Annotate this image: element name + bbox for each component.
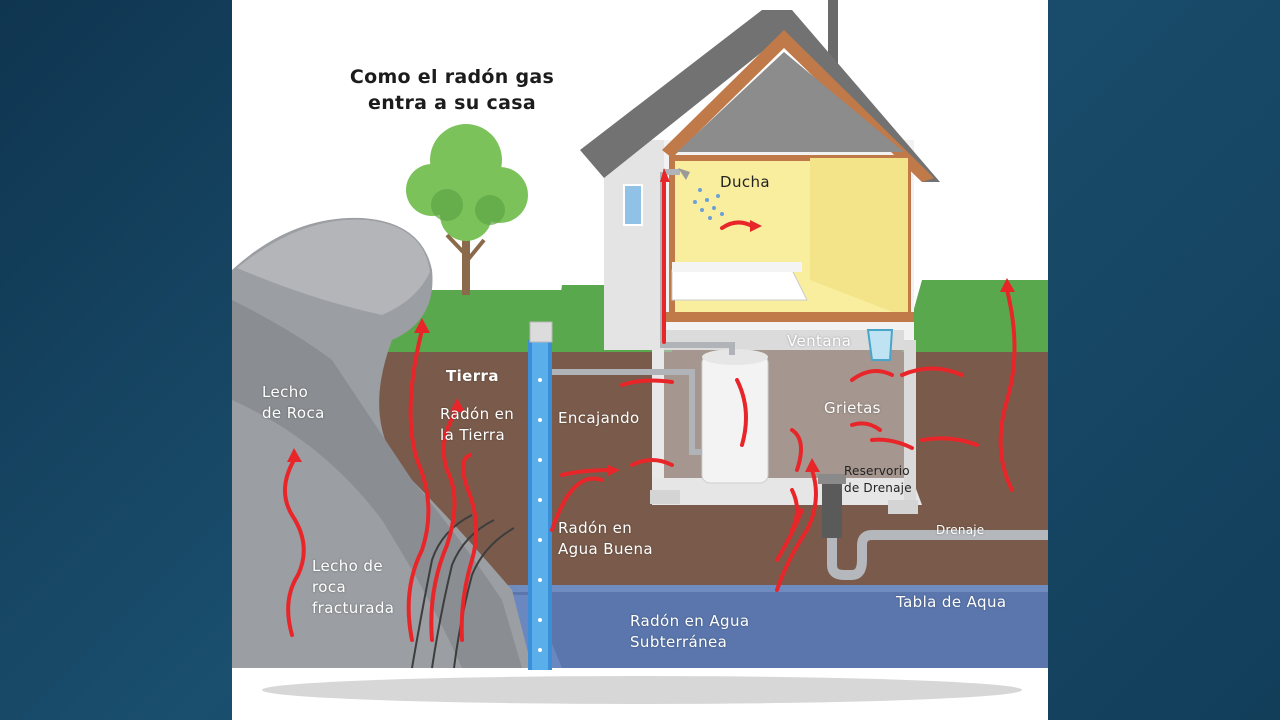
label-radon-subterranea-1: Radón en Agua — [630, 612, 750, 630]
grass-right — [902, 280, 1048, 352]
label-reservorio: Reservorio de Drenaje — [844, 463, 912, 497]
label-lecho-fracturada-2: roca — [312, 578, 347, 596]
house-window — [623, 184, 643, 226]
radon-arrows — [283, 178, 1017, 642]
drain-reservoir — [822, 478, 842, 538]
basement-floor — [652, 478, 922, 505]
house-side — [604, 140, 664, 350]
label-drenaje: Drenaje — [936, 523, 985, 537]
water-heater — [701, 354, 769, 484]
label-lecho-fracturada-1: Lecho de — [312, 557, 383, 575]
label-radon-agua-buena-2: Agua Buena — [558, 540, 653, 558]
tree-foliage — [406, 124, 528, 241]
bathtub — [671, 269, 808, 301]
radon-diagram — [232, 0, 1048, 704]
bedrock-top — [237, 219, 430, 315]
label-radon-tierra: Radón en la Tierra — [440, 404, 514, 446]
chimney — [828, 0, 838, 70]
label-lecho-fracturada-3: fracturada — [312, 599, 395, 617]
label-ventana: Ventana — [787, 332, 852, 350]
label-tabla-agua: Tabla de Aqua — [896, 593, 1007, 611]
basement-left-wall — [652, 350, 664, 490]
room-side-wall — [810, 158, 908, 318]
tree-branch — [445, 233, 486, 264]
label-radon-tierra-2: la Tierra — [440, 426, 506, 444]
label-radon-tierra-1: Radón en — [440, 405, 515, 423]
label-radon-subterranea: Radón en Agua Subterránea — [630, 611, 749, 653]
ground-shadow — [262, 676, 1022, 704]
roof — [580, 10, 940, 182]
label-encajando: Encajando — [558, 409, 640, 427]
slide: Como el radón gas entra a su casa Ducha … — [232, 0, 1048, 720]
title-line-1: Como el radón gas — [349, 66, 555, 88]
ventana-frame — [866, 329, 894, 361]
well-dots — [538, 378, 542, 652]
label-lecho-roca-1: Lecho — [262, 383, 309, 401]
label-grietas: Grietas — [824, 399, 881, 417]
basement-right-wall — [904, 340, 916, 505]
radon-arrowheads — [287, 168, 1015, 476]
label-reservorio-1: Reservorio — [844, 464, 910, 478]
basement-footing-left — [650, 490, 680, 504]
label-tierra: Tierra — [446, 367, 499, 385]
label-radon-subterranea-2: Subterránea — [630, 633, 728, 651]
floor-beam — [666, 312, 914, 322]
drain-pipe — [827, 530, 1048, 580]
well-cap — [529, 321, 553, 343]
label-radon-agua-buena: Radón en Agua Buena — [558, 518, 653, 560]
label-lecho-roca: Lecho de Roca — [262, 382, 325, 424]
label-radon-agua-buena-1: Radón en — [558, 519, 633, 537]
label-lecho-fracturada: Lecho de roca fracturada — [312, 556, 394, 619]
diagram-title: Como el radón gas entra a su casa — [332, 64, 572, 116]
shower-spray — [693, 188, 724, 220]
attic — [677, 52, 904, 152]
label-reservorio-2: de Drenaje — [844, 481, 912, 495]
label-lecho-roca-2: de Roca — [262, 404, 325, 422]
basement-footing-right — [888, 500, 918, 514]
title-line-2: entra a su casa — [368, 92, 536, 114]
shower-head — [678, 168, 690, 180]
label-ducha: Ducha — [720, 173, 771, 191]
